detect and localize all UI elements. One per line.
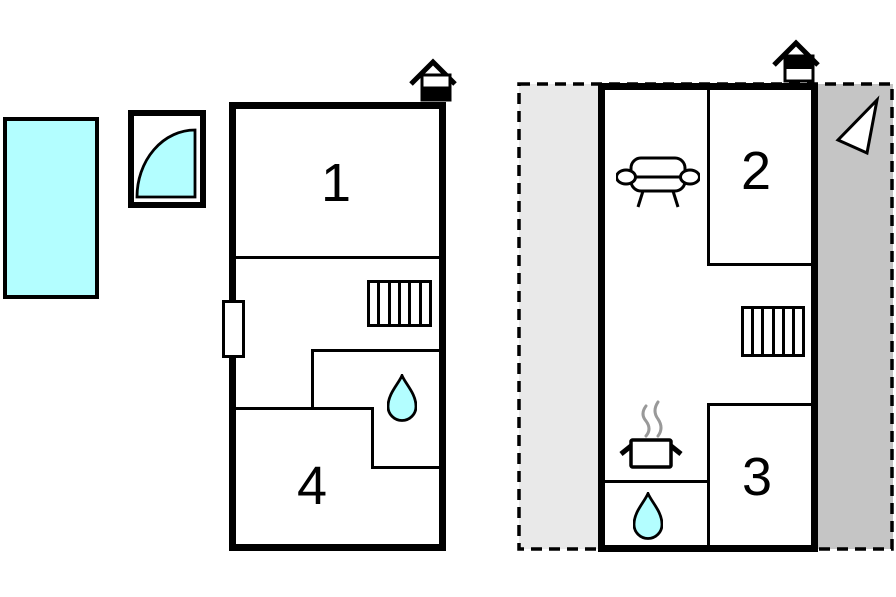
floor-plan-left: 1 4 xyxy=(222,102,446,551)
staircase-icon xyxy=(741,306,805,357)
terrace-left xyxy=(519,84,602,549)
interior-wall xyxy=(707,403,710,545)
room-label-1: 1 xyxy=(320,153,352,213)
bathroom-wall xyxy=(371,407,374,469)
door-swing-arc xyxy=(135,128,197,199)
interior-wall xyxy=(707,90,710,266)
staircase-icon xyxy=(367,280,432,327)
room-label-3: 3 xyxy=(741,447,773,507)
bathroom-wall xyxy=(605,480,710,483)
bathroom-wall xyxy=(311,349,314,410)
pool-icon xyxy=(3,117,99,299)
interior-wall xyxy=(236,256,439,259)
water-drop-icon xyxy=(387,374,417,422)
bathroom-wall xyxy=(371,466,439,469)
terrace-right xyxy=(815,84,893,549)
interior-wall xyxy=(707,403,811,406)
door-icon xyxy=(128,110,206,208)
bathroom-wall xyxy=(311,349,439,352)
stove-pot-icon xyxy=(619,400,683,469)
north-arrow-icon xyxy=(835,95,880,156)
sofa-icon xyxy=(616,156,700,208)
interior-wall xyxy=(707,263,811,266)
floor-plan-right: 2 3 xyxy=(598,83,818,552)
room-label-4: 4 xyxy=(296,456,328,516)
entrance-house-icon xyxy=(772,39,820,83)
entrance-house-icon xyxy=(409,58,457,102)
window-icon xyxy=(222,300,245,358)
room-label-2: 2 xyxy=(740,141,772,201)
bathroom-wall xyxy=(236,407,374,410)
water-drop-icon xyxy=(633,492,663,540)
